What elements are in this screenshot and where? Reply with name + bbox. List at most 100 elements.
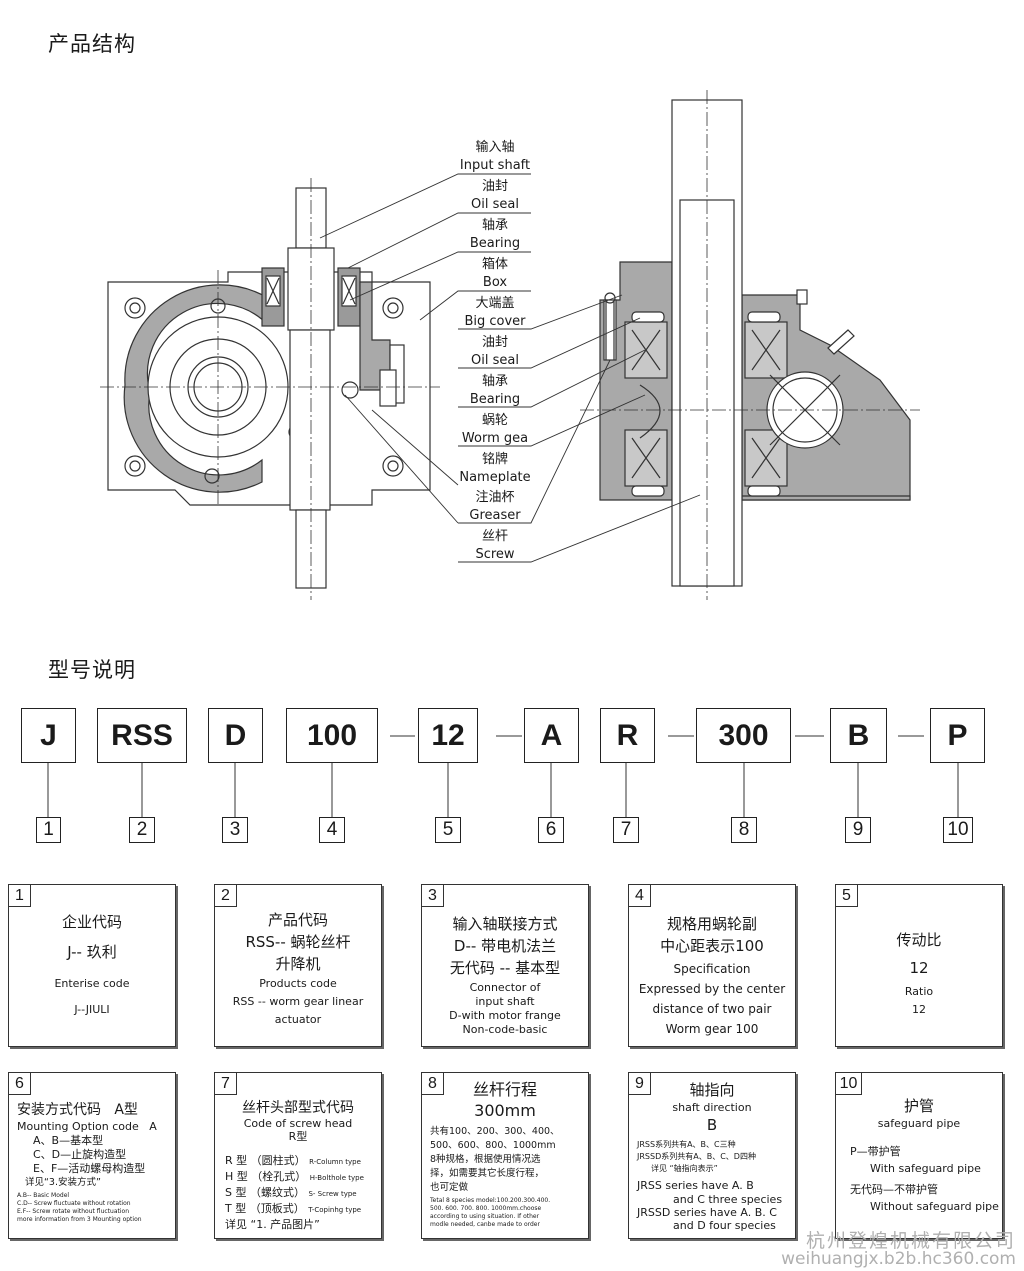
num-box-6: 6: [538, 817, 564, 843]
card-line: modle needed, canbe made to order: [430, 1221, 540, 1228]
callout-bearing-1: 轴承 Bearing: [455, 217, 535, 253]
card-screw-stroke: 8 丝杆行程 300mm 共有100、200、300、400、 500、600、…: [421, 1072, 589, 1239]
code-box-2: RSS: [97, 708, 187, 763]
callout-en: Worm gea: [461, 431, 529, 446]
card-enterprise-code: 1 企业代码 J-- 玖利 Enterise code J--JIULI: [8, 884, 176, 1047]
card-line: E.F-- Screw rotate without fluctuation: [17, 1208, 129, 1215]
callout-en: Greaser: [469, 508, 521, 523]
card-index: 7: [215, 1073, 237, 1095]
card-line: 安装方式代码 A型: [17, 1101, 175, 1119]
num-box-10: 10: [943, 817, 973, 843]
card-line-part: H 型 （栓孔式）: [225, 1170, 307, 1183]
callout-en: Nameplate: [459, 470, 531, 485]
card-line: JRSS series have A. B: [637, 1179, 754, 1192]
card-line-part: Mounting Option code: [17, 1120, 139, 1133]
card-line: 500、600、800、1000mm: [430, 1140, 556, 1151]
callout-en: Box: [482, 275, 508, 290]
card-line: 12: [912, 1003, 926, 1016]
card-line-part: T-Copinhg type: [308, 1206, 362, 1214]
card-line-part: A: [149, 1120, 157, 1133]
card-line: 丝杆头部型式代码: [242, 1100, 354, 1116]
callout-en: Bearing: [469, 236, 521, 251]
card-line: JRSS系列共有A、B、C三种: [637, 1140, 736, 1149]
callout-en: Screw: [475, 547, 515, 562]
card-mounting-option: 6 安装方式代码 A型 Mounting Option code A A、B—基…: [8, 1072, 176, 1239]
card-line: 企业代码: [61, 913, 122, 931]
num-box-9: 9: [845, 817, 871, 843]
card-line: Connector of: [469, 981, 541, 994]
callout-zh: 轴承: [481, 374, 508, 389]
card-line: RSS -- worm gear linear: [232, 995, 364, 1008]
card-line: Non-code-basic: [462, 1023, 548, 1036]
card-line: 丝杆行程: [472, 1080, 537, 1099]
code-box-4: 100: [286, 708, 378, 763]
card-line: Ratio: [904, 985, 934, 998]
card-line: Tetal 8 species model:100.200.300.400.: [430, 1197, 551, 1204]
callout-zh: 大端盖: [475, 296, 515, 311]
watermark-url: weihuangjx.b2b.hc360.com: [781, 1249, 1016, 1269]
callout-oil-seal-2: 油封 Oil seal: [455, 334, 535, 370]
card-index: 8: [422, 1073, 444, 1095]
card-line: and D four species: [673, 1219, 776, 1232]
card-line-part: R 型 （圆柱式）: [225, 1154, 306, 1167]
card-line: according to using situation. If other: [430, 1213, 540, 1220]
card-line: Expressed by the center: [638, 982, 786, 996]
card-line: P—带护管: [850, 1145, 901, 1158]
num-box-2: 2: [129, 817, 155, 843]
card-line: A、B—基本型: [33, 1134, 104, 1147]
card-line: 详见“3.安装方式”: [25, 1177, 101, 1188]
card-line-part: S 型 （螺纹式）: [225, 1186, 305, 1199]
card-line: Mounting Option code A: [17, 1119, 175, 1134]
card-line: 传动比: [896, 931, 942, 949]
callout-zh: 轴承: [481, 218, 508, 233]
callout-greaser: 注油杯 Greaser: [455, 489, 535, 525]
watermark-company: 杭州登煌机械有限公司: [805, 1230, 1016, 1252]
card-line: B: [706, 1116, 718, 1134]
card-index: 3: [422, 885, 444, 907]
callout-leaders: [319, 173, 701, 563]
structure-heading: 产品结构: [48, 32, 136, 56]
callout-zh: 油封: [481, 335, 508, 350]
card-line: 中心距表示100: [660, 937, 764, 955]
callout-zh: 输入轴: [475, 140, 515, 155]
callout-en: Bearing: [469, 392, 521, 407]
card-index: 4: [629, 885, 651, 907]
callout-input-shaft: 输入轴 Input shaft: [455, 139, 535, 175]
card-line: 500. 600. 700. 800. 1000mm.choose: [430, 1205, 542, 1212]
right-view-centerlines: [580, 90, 920, 600]
card-shaft-direction: 9 轴指向 shaft direction B JRSS系列共有A、B、C三种 …: [628, 1072, 796, 1239]
callout-nameplate: 铭牌 Nameplate: [455, 451, 535, 487]
num-box-5: 5: [435, 817, 461, 843]
card-line: R 型 （圆柱式） R-Column type: [225, 1153, 381, 1169]
callout-screw: 丝杆 Screw: [455, 528, 535, 564]
card-line: JRSSD series have A. B. C: [637, 1206, 777, 1219]
card-line: S 型 （螺纹式） S- Screw type: [225, 1185, 381, 1201]
card-line: safeguard pipe: [877, 1117, 961, 1130]
card-line: E、F—活动螺母构造型: [33, 1162, 146, 1175]
card-line: actuator: [274, 1013, 322, 1026]
card-line: shaft direction: [672, 1101, 752, 1114]
card-ratio: 5 传动比 12 Ratio 12: [835, 884, 1003, 1047]
left-view-centerlines: [100, 178, 440, 600]
card-line-part: A型: [114, 1102, 138, 1118]
code-box-1: J: [21, 708, 76, 763]
card-line-part: S- Screw type: [308, 1190, 357, 1198]
card-line: A.B-- Basic Model: [17, 1192, 70, 1199]
right-view-drawing: [599, 99, 911, 587]
num-box-7: 7: [613, 817, 639, 843]
card-line: C、D—止旋构造型: [33, 1148, 127, 1161]
callout-box: 箱体 Box: [455, 256, 535, 292]
card-index: 2: [215, 885, 237, 907]
callout-en: Oil seal: [471, 353, 519, 368]
card-line: With safeguard pipe: [870, 1162, 981, 1175]
card-line-part: R-Column type: [309, 1158, 361, 1166]
card-line: 300mm: [474, 1101, 536, 1120]
card-line: 轴指向: [689, 1081, 735, 1099]
card-specification: 4 规格用蜗轮副 中心距表示100 Specification Expresse…: [628, 884, 796, 1047]
card-line: R型: [288, 1130, 308, 1143]
card-line: Without safeguard pipe: [870, 1200, 999, 1213]
card-line: T 型 （顶板式） T-Copinhg type: [225, 1201, 381, 1217]
card-index: 5: [836, 885, 858, 907]
callout-en: Big cover: [464, 314, 526, 329]
